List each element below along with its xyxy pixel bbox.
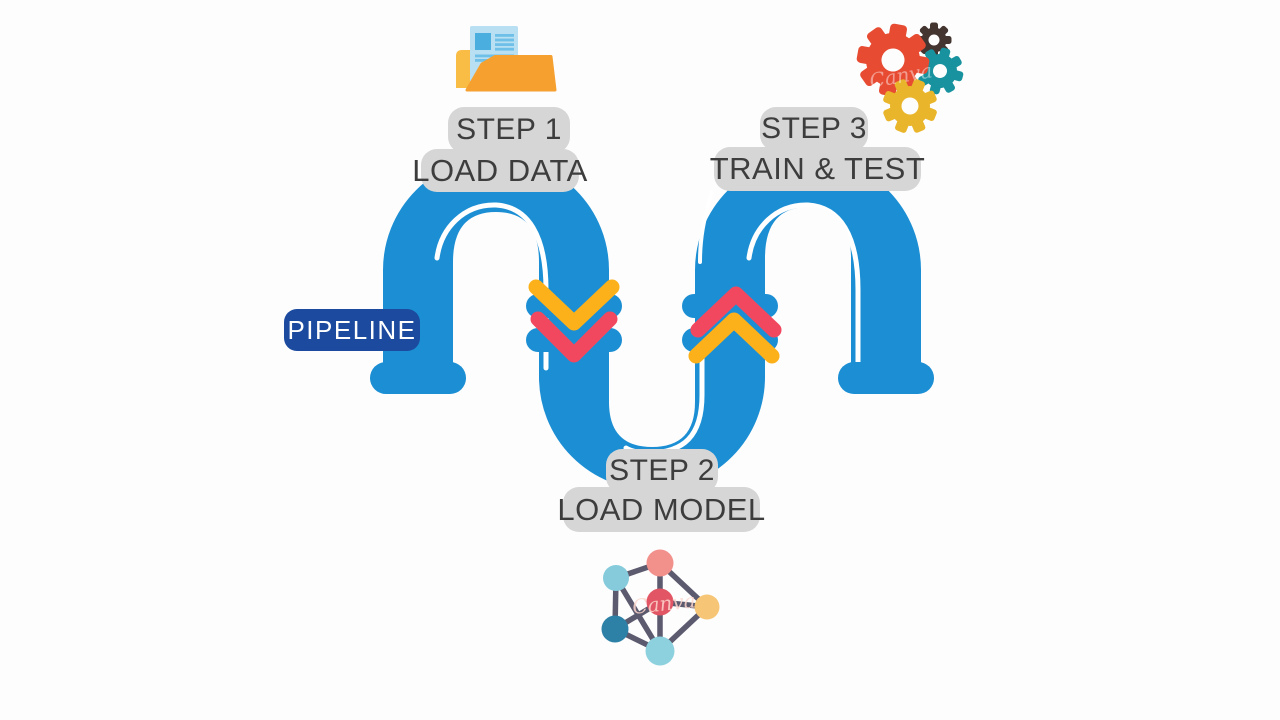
node-red [646, 588, 674, 616]
step1-subtitle-text: LOAD DATA [412, 152, 588, 188]
left-arch-opening [453, 212, 539, 358]
node-yellow [694, 594, 720, 620]
step3-subtitle: TRAIN & TEST [710, 147, 925, 191]
neural-network-icon: Canva [601, 549, 720, 666]
gear-red [856, 23, 930, 97]
document-image-block [475, 33, 491, 50]
pipeline-badge: PIPELINE [284, 309, 420, 351]
step2-subtitle: LOAD MODEL [557, 487, 765, 532]
node-teal [645, 636, 675, 666]
step3-title: STEP 3 [760, 107, 868, 151]
pipe-highlight-right-arch [746, 202, 861, 365]
gear-dark [916, 22, 952, 58]
chevron-up-red-icon [690, 286, 782, 338]
pipeline-badge-text: PIPELINE [287, 314, 417, 345]
node-lightblue [603, 565, 629, 591]
pipe-openings [453, 207, 851, 447]
step3-title-text: STEP 3 [761, 112, 867, 145]
step1-subtitle: LOAD DATA [412, 149, 587, 192]
step1-title-text: STEP 1 [456, 113, 562, 146]
flow-down-arrows [528, 279, 620, 363]
step2-title: STEP 2 [606, 449, 718, 493]
chevron-down-yellow-icon [528, 279, 620, 331]
right-end-flange [838, 362, 934, 394]
u-bend-opening [609, 366, 695, 447]
pipe-shape [370, 157, 934, 490]
step2-subtitle-text: LOAD MODEL [557, 491, 766, 527]
gear-yellow [883, 79, 937, 133]
folder-front [465, 55, 557, 92]
network-nodes [601, 549, 720, 666]
chevron-down-red-icon [530, 311, 618, 363]
node-salmon [646, 549, 674, 577]
step3-subtitle-text: TRAIN & TEST [709, 151, 926, 186]
gear-teal [916, 47, 964, 95]
pipe-highlight-left-arch [434, 202, 549, 371]
folder-document-icon [456, 26, 557, 92]
gears-icon: Canva [856, 22, 964, 133]
right-arch-opening [765, 207, 851, 358]
pipe-highlight-right-leg [698, 190, 714, 264]
flow-arrows [528, 279, 782, 364]
node-darkblue [601, 615, 629, 643]
step1-title: STEP 1 [448, 107, 570, 153]
flow-up-arrows [688, 286, 782, 364]
left-end-flange [370, 362, 466, 394]
step2-title-text: STEP 2 [609, 454, 715, 487]
watermark-text: Canva [631, 588, 697, 618]
chevron-up-yellow-icon [688, 312, 780, 364]
